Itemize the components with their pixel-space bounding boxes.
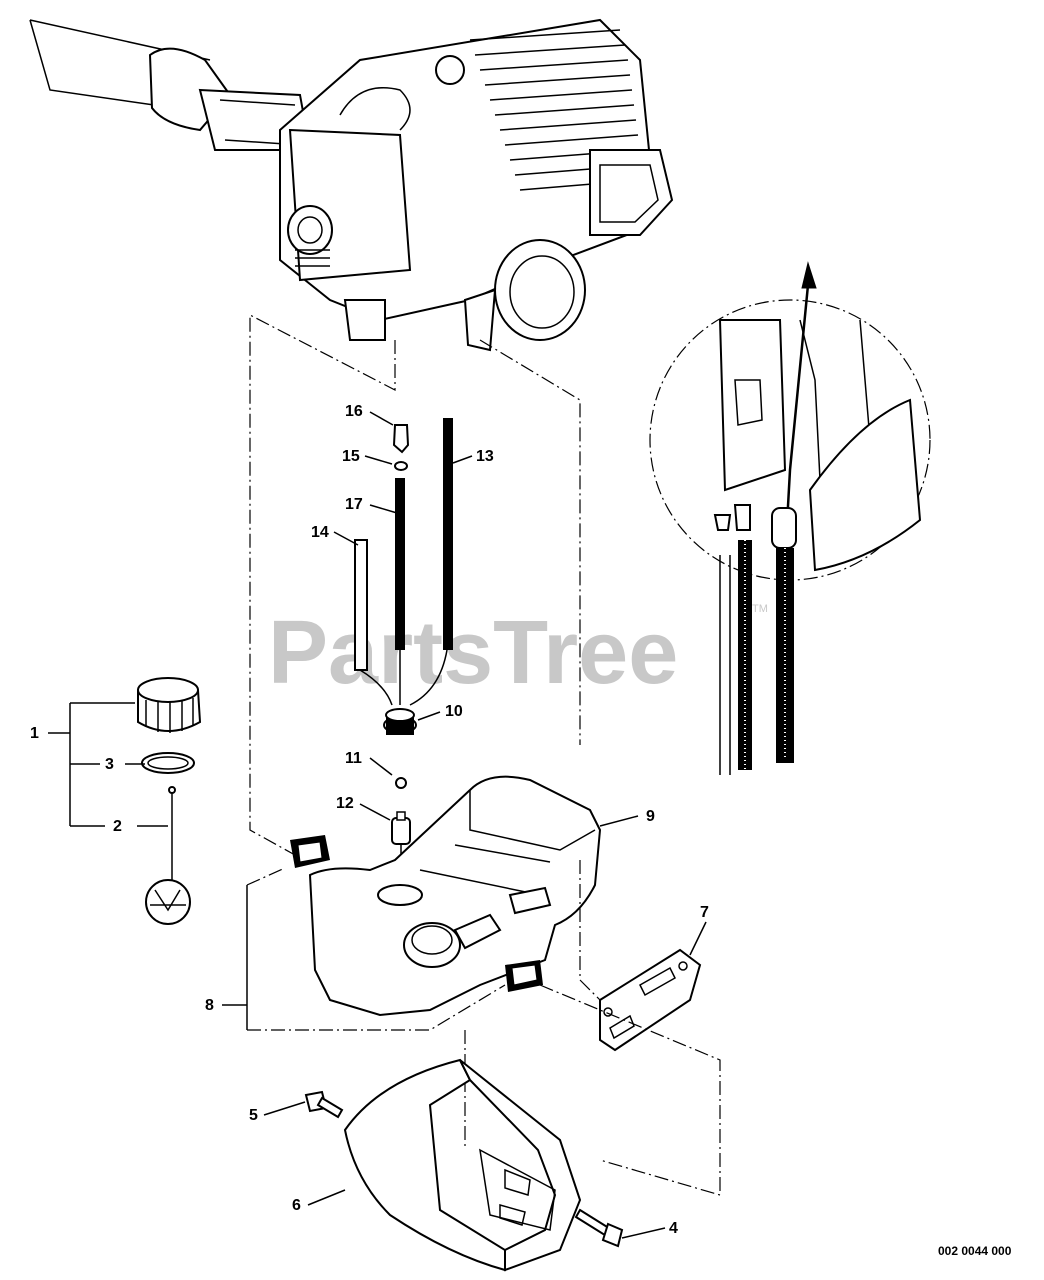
callout-14: 14 [311,524,329,541]
callout-10: 10 [445,703,463,720]
part-6-bracket [343,1058,582,1272]
drawing-code: 002 0044 000 [938,1244,1012,1258]
leader-lines [48,411,707,1239]
part-9-fuel-tank [308,775,602,1017]
callout-6: 6 [292,1197,301,1214]
part-10-grommet [383,708,417,735]
part-7-mount-plate [599,948,702,1052]
callout-17: 17 [345,496,363,513]
callout-15: 15 [342,448,360,465]
part-13-fuel-line [443,418,453,650]
fuel-cap-assembly [137,677,202,925]
reference-line-bracket [539,984,721,1196]
engine-assembly [29,18,674,352]
part-5-bolt [304,1090,344,1119]
callout-13: 13 [476,448,494,465]
callout-1: 1 [30,725,39,742]
part-11-ball [395,777,407,789]
callout-7: 7 [700,904,709,921]
part-8-mount-pads [290,835,543,992]
inset-detail [649,261,931,775]
part-4-bolt [574,1208,624,1248]
reference-line-plate [579,860,601,1001]
part-16-fitting [392,424,410,454]
callout-4: 4 [669,1220,678,1237]
callout-3: 3 [105,756,114,773]
callout-2: 2 [113,818,122,835]
part-17-fuel-line [395,478,405,650]
watermark-trademark: TM [752,603,768,615]
callout-11: 11 [345,750,362,767]
callout-16: 16 [345,403,363,420]
reference-line-part8 [246,867,506,1031]
watermark-text: PartsTree [268,603,678,703]
callout-5: 5 [249,1107,258,1124]
callout-8: 8 [205,997,214,1014]
reference-line-right [479,339,581,745]
part-15-oring [394,461,408,471]
callout-12: 12 [336,795,354,812]
part-14-return-line [354,539,368,671]
reference-line-left [249,314,396,856]
callout-9: 9 [646,808,655,825]
